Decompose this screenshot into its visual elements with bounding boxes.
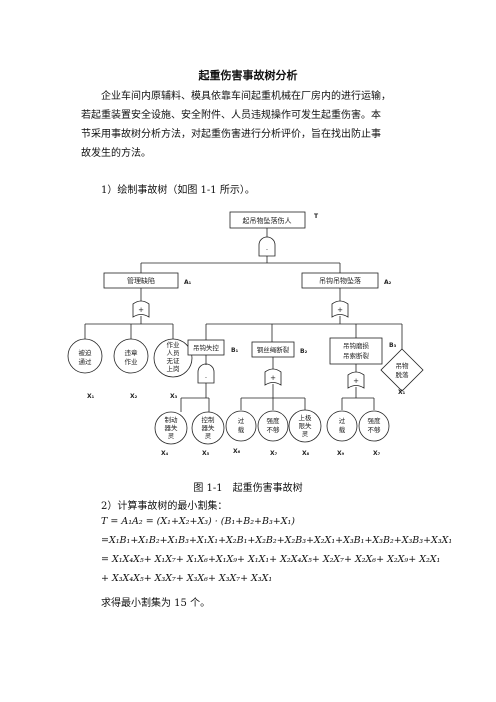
house-event-diamond bbox=[380, 348, 424, 392]
intro-line-1: 企业车间内原辅料、模具依靠车间起重机械在厂房内的进行运输， bbox=[101, 91, 391, 102]
svg-text:通过: 通过 bbox=[79, 357, 93, 366]
svg-text:·: · bbox=[266, 246, 268, 254]
formula-line-2: =X₁B₁+X₁B₂+X₁B₃+X₁X₁+X₂B₁+X₂B₂+X₂B₃+X₂X₁… bbox=[101, 535, 453, 546]
and-gate-b1 bbox=[197, 363, 215, 384]
top-event-code: T bbox=[314, 213, 319, 220]
b3-box bbox=[329, 337, 383, 365]
formula-line-1: T = A₁A₂ = (X₁+X₂+X₃) · (B₁+B₂+B₃+X₁) bbox=[101, 516, 296, 527]
b3-label-1: 吊钩磨损 bbox=[343, 341, 370, 350]
svg-text:+: + bbox=[270, 374, 276, 382]
x1-circle bbox=[67, 338, 103, 374]
svg-text:X₁: X₁ bbox=[87, 393, 95, 400]
svg-text:不够: 不够 bbox=[368, 425, 382, 434]
x7-circle bbox=[257, 410, 289, 442]
svg-text:载: 载 bbox=[339, 425, 346, 434]
a1-code: A₁ bbox=[184, 279, 192, 286]
svg-text:·: · bbox=[205, 374, 207, 382]
x4-circle bbox=[154, 411, 188, 445]
page-title: 起重伤害事故树分析 bbox=[198, 69, 298, 82]
x10-circle bbox=[358, 410, 390, 442]
svg-text:过: 过 bbox=[238, 416, 245, 425]
x9-circle bbox=[326, 410, 358, 442]
svg-text:灵: 灵 bbox=[302, 430, 309, 438]
intro-line-2: 若起重装置安全设施、安全附件、人员违规操作可发生起重伤害。本 bbox=[81, 110, 381, 121]
x3-circle bbox=[153, 338, 193, 378]
svg-text:控制: 控制 bbox=[202, 415, 216, 424]
svg-text:制动: 制动 bbox=[165, 415, 179, 424]
svg-text:+: + bbox=[138, 306, 144, 314]
svg-text:强度: 强度 bbox=[267, 416, 281, 425]
a2-code: A₂ bbox=[384, 279, 392, 286]
formula-line-3: = X₁X₄X₅+ X₁X₇+ X₁X₆+X₁X₉+ X₁X₁+ X₂X₄X₅+… bbox=[101, 554, 441, 565]
and-gate-top bbox=[258, 236, 276, 257]
intro-line-3: 节采用事故树分析方法，对起重伤害进行分析评价，旨在找出防止事 bbox=[81, 129, 381, 140]
formula-line-4: + X₃X₄X₅+ X₃X₇+ X₃X₆+ X₃X₇+ X₃X₁ bbox=[101, 573, 273, 584]
svg-text:上岗: 上岗 bbox=[167, 364, 180, 373]
svg-text:脱落: 脱落 bbox=[396, 370, 410, 379]
svg-text:不够: 不够 bbox=[267, 425, 281, 434]
figure-caption: 图 1-1 起重伤害事故树 bbox=[193, 483, 303, 494]
or-gate-b3 bbox=[347, 371, 365, 389]
top-event-box bbox=[229, 211, 306, 229]
b1-label: 吊钩失控 bbox=[193, 343, 220, 352]
svg-text:X₆: X₆ bbox=[233, 448, 241, 455]
or-gate-a1 bbox=[132, 300, 150, 318]
x5-circle bbox=[191, 411, 225, 445]
svg-text:器失: 器失 bbox=[202, 423, 216, 432]
a1-label: 管理缺陷 bbox=[127, 276, 155, 285]
svg-text:X₂: X₂ bbox=[130, 393, 138, 400]
svg-text:作业: 作业 bbox=[167, 340, 181, 349]
svg-text:灵: 灵 bbox=[168, 432, 175, 440]
svg-text:上极: 上极 bbox=[299, 413, 313, 422]
svg-text:X₈: X₈ bbox=[302, 450, 310, 457]
svg-text:违章: 违章 bbox=[125, 348, 139, 357]
svg-text:载: 载 bbox=[238, 425, 245, 434]
svg-text:X₄: X₄ bbox=[161, 450, 169, 457]
svg-text:限失: 限失 bbox=[299, 421, 313, 430]
x2-circle bbox=[113, 338, 149, 374]
svg-text:强度: 强度 bbox=[368, 416, 382, 425]
svg-text:人员: 人员 bbox=[167, 349, 181, 357]
svg-text:无证: 无证 bbox=[167, 357, 181, 365]
svg-text:吊物: 吊物 bbox=[396, 361, 410, 370]
svg-text:X₃: X₃ bbox=[170, 393, 178, 400]
b1-code: B₁ bbox=[231, 347, 239, 354]
or-gate-b2 bbox=[264, 368, 282, 386]
b2-code: B₂ bbox=[300, 348, 308, 355]
svg-text:X₉: X₉ bbox=[337, 450, 345, 457]
svg-text:灵: 灵 bbox=[205, 432, 212, 440]
result-text: 求得最小割集为 15 个。 bbox=[101, 598, 211, 609]
step2-text: 2）计算事故树的最小割集： bbox=[101, 501, 228, 512]
a2-label: 吊钩吊物坠落 bbox=[319, 276, 361, 285]
svg-text:X₁: X₁ bbox=[398, 389, 406, 396]
svg-text:器失: 器失 bbox=[165, 423, 179, 432]
svg-text:X₇: X₇ bbox=[373, 450, 381, 457]
x6-circle bbox=[225, 410, 257, 442]
b2-label: 钢丝绳断裂 bbox=[257, 345, 290, 354]
svg-text:X₇: X₇ bbox=[270, 450, 278, 457]
svg-text:被迫: 被迫 bbox=[79, 348, 93, 357]
x8-circle bbox=[288, 409, 322, 443]
intro-line-4: 故发生的方法。 bbox=[81, 148, 151, 159]
svg-text:+: + bbox=[353, 377, 359, 385]
svg-text:过: 过 bbox=[339, 416, 346, 425]
step1-text: 1）绘制事故树（如图 1-1 所示）。 bbox=[101, 185, 255, 196]
svg-text:+: + bbox=[337, 306, 343, 314]
or-gate-a2 bbox=[331, 300, 349, 318]
top-event-label: 起吊物坠落伤人 bbox=[243, 216, 292, 225]
svg-text:作业: 作业 bbox=[125, 357, 139, 366]
b3-label-2: 吊索断裂 bbox=[343, 351, 370, 360]
svg-text:X₅: X₅ bbox=[202, 450, 210, 457]
b3-code: B₃ bbox=[389, 342, 397, 349]
fault-tree-figure: 起吊物坠落伤人 T · 管理缺陷 A₁ + 被迫 通过 违章 作业 作业 人员 … bbox=[67, 211, 424, 457]
